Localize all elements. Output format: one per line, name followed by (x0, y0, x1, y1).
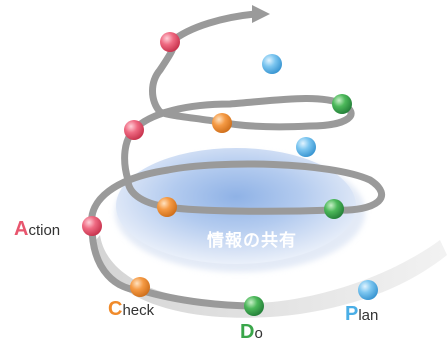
label-action-initial: A (14, 218, 29, 240)
node-do-top (332, 94, 352, 114)
node-action-bottom (82, 216, 102, 236)
center-label: 情報の共有 (207, 230, 297, 251)
label-do: Do (240, 322, 263, 342)
node-plan-top (262, 54, 282, 74)
label-plan-initial: P (345, 303, 359, 325)
label-do-initial: D (240, 321, 255, 343)
node-do-bottom (244, 296, 264, 316)
node-plan-bottom (358, 280, 378, 300)
spiral-loop-upper (167, 10, 259, 46)
node-check-bottom (130, 277, 150, 297)
label-check-initial: C (108, 298, 123, 320)
label-plan: Plan (345, 304, 378, 324)
label-check-rest: heck (122, 302, 155, 319)
spiral-nodes (82, 32, 378, 316)
node-action-top (160, 32, 180, 52)
label-check: Check (108, 299, 154, 319)
node-action-middle (124, 120, 144, 140)
information-disc (116, 148, 356, 264)
label-action-rest: ction (28, 222, 61, 239)
node-check-middle (157, 197, 177, 217)
label-plan-rest: lan (358, 307, 379, 324)
node-plan-middle (296, 137, 316, 157)
label-do-rest: o (254, 325, 263, 342)
spiral-loop-top (149, 38, 177, 116)
node-do-middle (324, 199, 344, 219)
label-action: Action (14, 219, 60, 239)
node-check-upper (212, 113, 232, 133)
spiral-arrow-head (252, 5, 270, 23)
